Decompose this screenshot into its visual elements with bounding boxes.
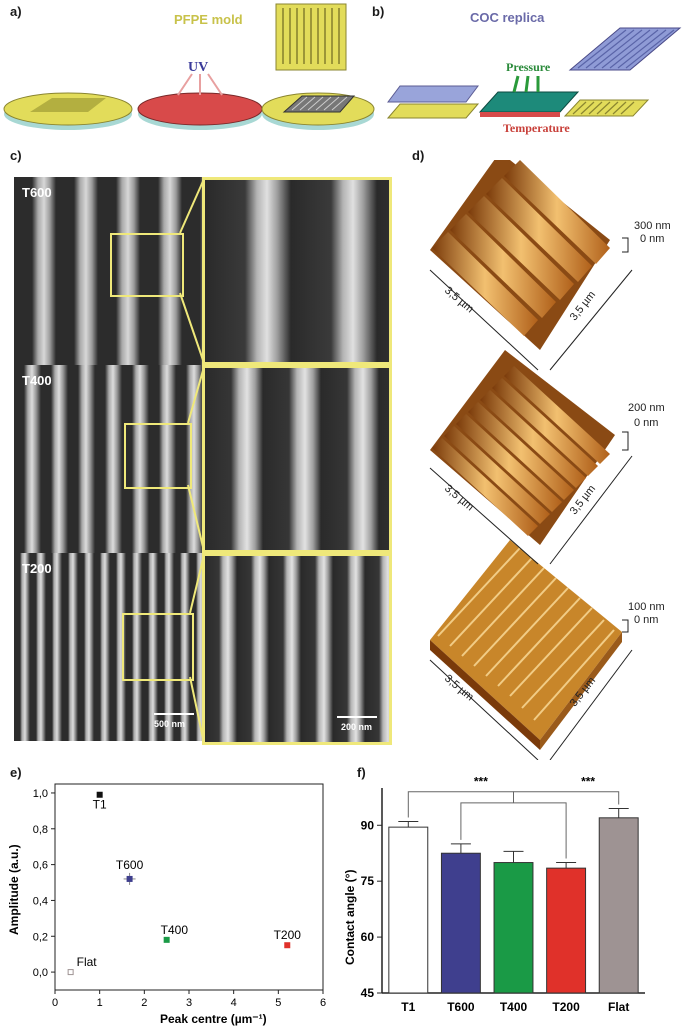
chart-f-bar-t600	[440, 852, 481, 994]
uv-label: UV	[188, 60, 209, 75]
afm-drawing	[429, 160, 633, 760]
panel-a-drawing	[3, 3, 375, 130]
afm-surface-t200	[430, 540, 622, 750]
chart-e-point-label: Flat	[77, 955, 98, 969]
afm-zero-label-1: 0 nm	[640, 233, 665, 245]
sem-label-t200: T200	[22, 561, 52, 576]
scale-bar-500nm: 500 nm	[154, 719, 186, 729]
chart-e-xlabel: Peak centre (µm⁻¹)	[160, 1012, 267, 1026]
panel-label-b: b)	[372, 4, 385, 19]
chart-f-sig-label: ***	[581, 775, 595, 789]
coc-replica-label: COC replica	[470, 10, 545, 25]
chart-e-point-label: T400	[161, 923, 189, 937]
chart-e-point-t400	[163, 936, 170, 943]
chart-e-point-label: T200	[274, 928, 302, 942]
chart-e-ytick-label: 0,0	[33, 967, 48, 979]
chart-e-ytick-label: 0,6	[33, 860, 48, 872]
chart-f-bar-t1	[388, 826, 429, 994]
chart-f-bar: Contact angle (°) 45 60 75 90 T1 T600 T400 T20…	[343, 775, 645, 1014]
chart-f-category-label: T400	[500, 1000, 528, 1014]
chart-f-sig-label: ***	[474, 775, 488, 789]
chart-e-ytick-label: 0,2	[33, 931, 48, 943]
chart-f-ytick-label: 60	[361, 930, 375, 944]
panel-label-a: a)	[10, 4, 22, 19]
chart-f-ytick-label: 45	[361, 986, 375, 1000]
chart-e-xtick-label: 4	[231, 997, 237, 1009]
chart-f-bar-t400	[493, 862, 534, 994]
scale-bar-200nm: 200 nm	[341, 722, 373, 732]
afm-surface-t400	[430, 350, 615, 545]
chart-f-category-label: T1	[401, 1000, 415, 1014]
chart-e-xtick-label: 2	[141, 997, 147, 1009]
sem-zoom-t600	[202, 177, 392, 365]
panel-b-drawing	[386, 27, 682, 119]
afm-surface-t600	[430, 160, 610, 350]
afm-zero-label-2: 0 nm	[634, 417, 659, 429]
pressure-label: Pressure	[506, 60, 551, 74]
chart-e-ytick-label: 1,0	[33, 788, 48, 800]
chart-e-xtick-label: 6	[320, 997, 326, 1009]
temperature-label: Temperature	[503, 121, 570, 135]
panel-label-d: d)	[412, 148, 425, 163]
pfpe-mold-label: PFPE mold	[174, 12, 243, 27]
chart-e-xtick-label: 1	[97, 997, 103, 1009]
sem-label-t600: T600	[22, 185, 52, 200]
sem-zoom-t400	[202, 365, 392, 553]
chart-f-sig-bracket	[460, 802, 567, 859]
chart-e-point-label: T600	[116, 858, 144, 872]
chart-f-ytick-label: 90	[361, 818, 375, 832]
chart-f-category-label: T200	[552, 1000, 580, 1014]
afm-height-label-1: 300 nm	[634, 220, 671, 232]
chart-e-ylabel: Amplitude (a.u.)	[7, 844, 21, 935]
panel-label-f: f)	[357, 765, 366, 780]
chart-e-ytick-label: 0,8	[33, 824, 48, 836]
chart-e-xtick-label: 3	[186, 997, 192, 1009]
chart-f-bar-flat	[598, 817, 639, 994]
chart-e-point-t1	[96, 791, 103, 798]
sem-zoom-t200: 200 nm	[202, 553, 392, 745]
afm-height-label-2: 200 nm	[628, 402, 665, 414]
chart-e-xtick-label: 0	[52, 997, 58, 1009]
afm-zero-label-3: 0 nm	[634, 614, 659, 626]
panel-label-c: c)	[10, 148, 22, 163]
sem-image-t600: T600	[14, 177, 202, 365]
chart-e-point-flat	[67, 969, 74, 976]
chart-f-ylabel: Contact angle (°)	[343, 870, 357, 965]
sem-image-t400: T400	[14, 365, 202, 553]
chart-f-sig-bracket	[513, 791, 620, 805]
chart-f-sig-bracket	[407, 791, 514, 818]
chart-e-point-t200	[284, 942, 291, 949]
chart-e-point-t600	[126, 875, 133, 882]
chart-f-category-label: Flat	[608, 1000, 629, 1014]
afm-height-label-3: 100 nm	[628, 601, 665, 613]
chart-e-xtick-label: 5	[275, 997, 281, 1009]
sem-image-t200: T200 500 nm	[14, 553, 202, 741]
chart-e-point-label: T1	[93, 798, 107, 812]
chart-f-category-label: T600	[447, 1000, 475, 1014]
panel-label-e: e)	[10, 765, 22, 780]
chart-e-ytick-label: 0,4	[33, 895, 48, 907]
chart-e-scatter: Peak centre (µm⁻¹) Amplitude (a.u.) 0 1 2 3…	[7, 783, 326, 1026]
chart-f-bar-t200	[546, 867, 587, 994]
chart-f-ytick-label: 75	[361, 874, 375, 888]
sem-label-t400: T400	[22, 373, 52, 388]
